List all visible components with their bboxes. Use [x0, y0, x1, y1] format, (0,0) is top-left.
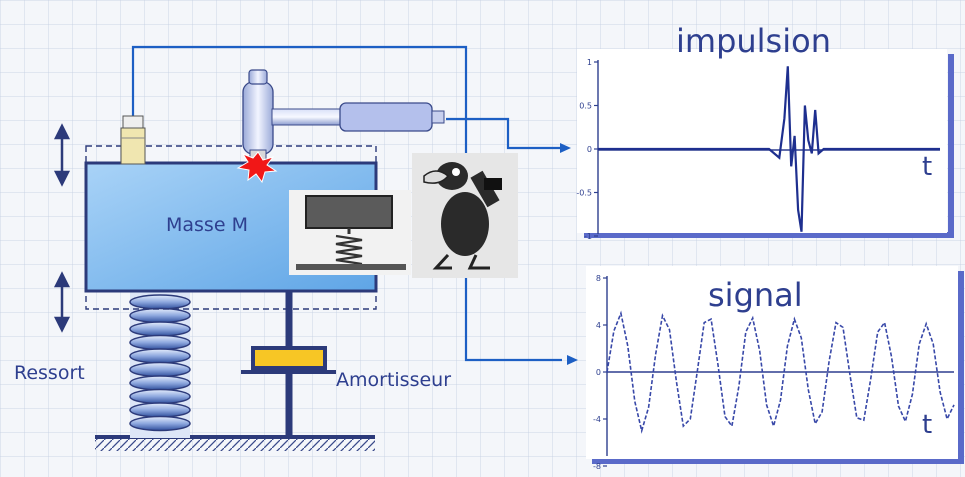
signal-chart-title: signal [708, 276, 803, 314]
y-tick-label: -4 [593, 415, 601, 424]
impact-hammer [243, 70, 444, 160]
y-tick-label: -1 [584, 232, 592, 241]
impulse-chart: 1 0.5 0 -0.5 -1 [576, 49, 954, 241]
damper [241, 290, 336, 437]
accelerometer-sensor [121, 116, 145, 164]
mass-label: Masse M [166, 214, 248, 236]
y-tick-label: 0 [596, 368, 601, 377]
spring-coil [130, 309, 190, 323]
spring-coil [130, 390, 190, 404]
mass-spring-photo [289, 190, 411, 275]
y-tick-label: 4 [596, 321, 601, 330]
spring-label: Ressort [14, 362, 85, 384]
impulse-time-axis-label: t [922, 152, 932, 182]
spring [130, 290, 190, 438]
signal-time-axis-label: t [922, 410, 932, 440]
spring-coil [130, 403, 190, 417]
hammer-wire [446, 119, 562, 148]
signal-arrowhead [567, 355, 578, 365]
y-tick-label: 0.5 [579, 102, 592, 111]
spring-coil [130, 295, 190, 309]
cartoon-duck-photo [412, 153, 518, 278]
spring-coil [130, 322, 190, 336]
spring-coil [130, 363, 190, 377]
spring-coil [130, 376, 190, 390]
impulse-arrowhead [560, 143, 571, 153]
y-tick-label: -0.5 [576, 189, 592, 198]
motion-arrows [56, 126, 68, 330]
ground-hatch [95, 437, 375, 451]
spring-coil [130, 417, 190, 431]
y-tick-label: 1 [587, 58, 592, 67]
y-tick-label: 0 [587, 145, 592, 154]
spring-coil [130, 336, 190, 350]
y-tick-label: -8 [593, 462, 601, 471]
y-tick-label: 8 [596, 274, 601, 283]
damper-label: Amortisseur [336, 369, 451, 391]
spring-coil [130, 349, 190, 363]
impulse-chart-title: impulsion [676, 22, 831, 60]
